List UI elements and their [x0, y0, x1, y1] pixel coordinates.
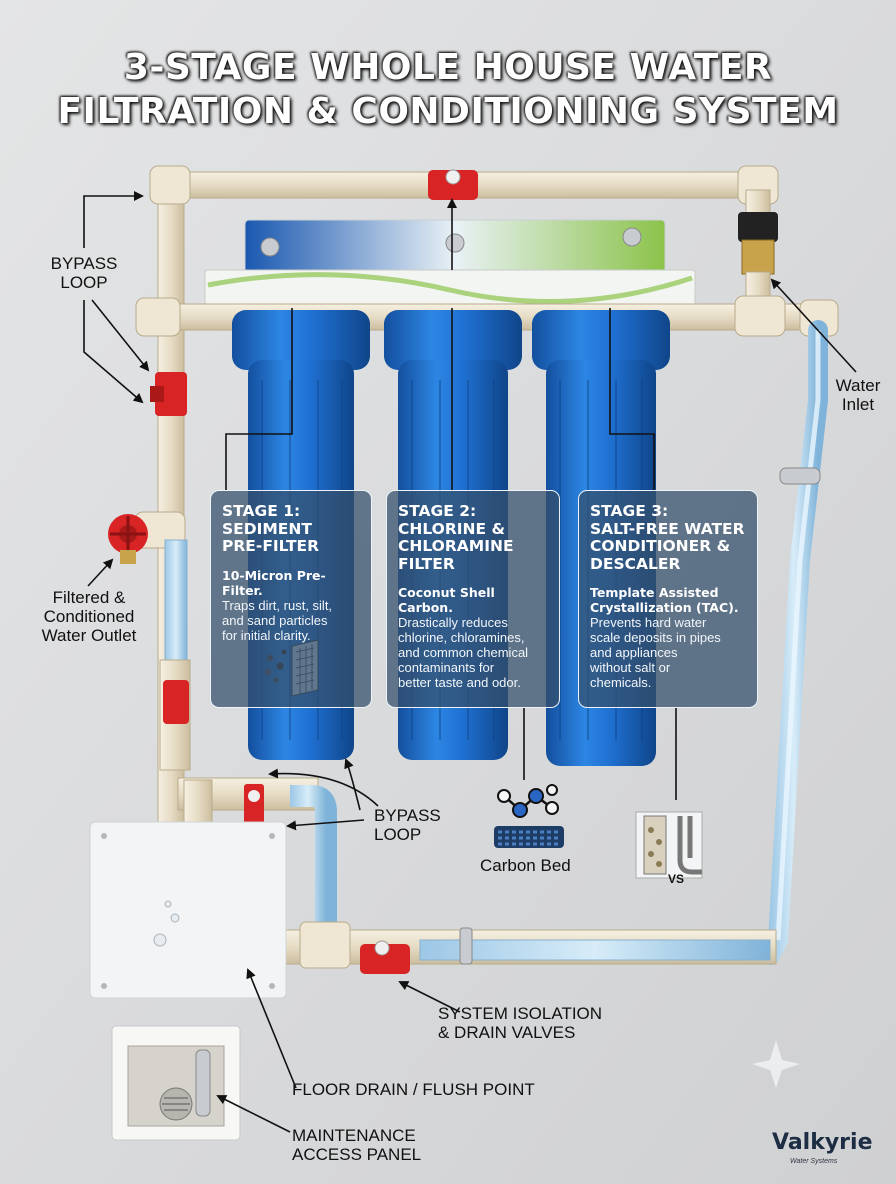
- floor-drain-box: [111, 1025, 241, 1141]
- access-panel-label: MAINTENANCE ACCESS PANEL: [292, 1126, 422, 1164]
- leader-lines: [83, 191, 857, 1133]
- outlet-lower-valve-icon: [163, 680, 189, 724]
- stage-1-body: Traps dirt, rust, silt, and sand particl…: [222, 597, 333, 643]
- stage-1-panel: STAGE 1: SEDIMENT PRE-FILTER 10-Micron P…: [210, 490, 372, 708]
- stage-3-subtitle: Template Assisted Crystallization (TAC).: [590, 585, 739, 615]
- stage-2-title: STAGE 2: CHLORINE & CHLORAMINE FILTER: [398, 502, 514, 573]
- isolation-valves-label: SYSTEM ISOLATION & DRAIN VALVES: [438, 1004, 603, 1042]
- access-panel-board: [89, 821, 287, 999]
- vs-label: VS: [668, 872, 685, 886]
- bypass-loop-label-top: BYPASS LOOP: [50, 254, 118, 292]
- carbon-bed-icon: [494, 826, 564, 848]
- sparkle-icon: [752, 1040, 800, 1088]
- stage-2-body: Drastically reduces chlorine, chloramine…: [398, 615, 529, 690]
- stage-3-body: Prevents hard water scale deposits in pi…: [590, 615, 721, 690]
- stage-3-panel: STAGE 3: SALT-FREE WATER CONDITIONER & D…: [578, 490, 758, 708]
- scale-comparison-icon: [635, 811, 703, 879]
- stage-1-subtitle: 10-Micron Pre-Filter.: [222, 567, 326, 598]
- floor-drain-label: FLOOR DRAIN / FLUSH POINT: [292, 1080, 535, 1099]
- brand-tagline: Water Systems: [790, 1158, 838, 1165]
- top-bypass-valve-icon: [428, 169, 478, 200]
- outlet-gate-valve-icon: [108, 514, 148, 564]
- title-line-2: FILTRATION & CONDITIONING SYSTEM: [57, 91, 839, 132]
- water-inlet-label: Water Inlet: [835, 376, 881, 414]
- bypass-loop-label-bottom: BYPASS LOOP: [374, 806, 441, 844]
- carbon-bed-label: Carbon Bed: [480, 856, 571, 875]
- stage-2-panel: STAGE 2: CHLORINE & CHLORAMINE FILTER Co…: [386, 490, 560, 708]
- left-bypass-valve-icon: [150, 372, 187, 416]
- stage-1-title: STAGE 1: SEDIMENT PRE-FILTER: [222, 502, 320, 555]
- page-title: 3-STAGE WHOLE HOUSE WATER FILTRATION & C…: [0, 46, 896, 134]
- stage-3-title: STAGE 3: SALT-FREE WATER CONDITIONER & D…: [590, 502, 745, 573]
- stage-2-subtitle: Coconut Shell Carbon.: [398, 585, 495, 615]
- outlet-label: Filtered & Conditioned Water Outlet: [41, 588, 137, 645]
- carbon-molecule-icon: [497, 784, 559, 818]
- title-line-1: 3-STAGE WHOLE HOUSE WATER: [123, 47, 773, 88]
- isolation-valve-icon: [360, 940, 410, 974]
- brand-logo: Valkyrie: [772, 1130, 873, 1155]
- mounting-bracket: [204, 219, 696, 309]
